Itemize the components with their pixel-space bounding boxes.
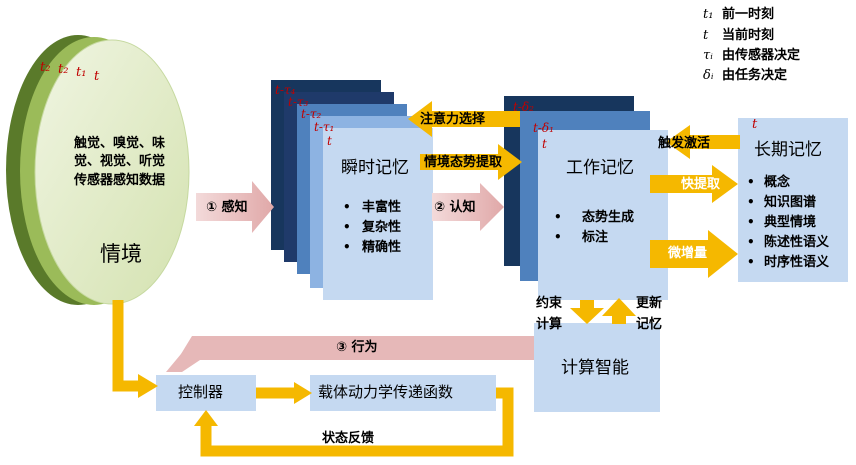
attention-arrow — [408, 101, 520, 137]
sensory-memory-stack — [271, 80, 433, 300]
feedback-loop-line — [200, 387, 514, 457]
update-label-line-1: 更新 — [636, 296, 663, 311]
perception-label: ① 感知 — [206, 200, 248, 215]
feedback-label: 状态反馈 — [322, 431, 375, 446]
situation-time-2: t₂ — [58, 62, 69, 77]
situation-time-3: t₁ — [76, 65, 87, 80]
legend-symbol-4: δᵢ — [703, 68, 714, 83]
longterm-bullet-dot-3: • — [747, 215, 755, 229]
longterm-bullet-dot-4: • — [747, 235, 755, 249]
legend-text-2: 当前时刻 — [722, 28, 775, 43]
cognition-label: ② 认知 — [434, 200, 476, 215]
working-bullet-1: 态势生成 — [582, 210, 635, 225]
extraction-label: 情境态势提取 — [424, 155, 503, 170]
situation-label: 情境 — [100, 242, 142, 266]
working-memory-title: 工作记忆 — [566, 158, 634, 178]
situation-to-controller-arrowhead — [138, 374, 158, 398]
long-term-memory-box — [738, 118, 848, 282]
feedback-loop-arrowhead — [194, 410, 218, 426]
update-label-line-2: 记忆 — [636, 317, 663, 332]
working-memory-stack — [504, 96, 668, 300]
sensory-stack-label-1: t-τ₄ — [275, 83, 296, 97]
situation-oval-stack — [6, 35, 190, 305]
controller-to-carrier-arrowhead — [294, 382, 312, 404]
compute-intelligence-box — [534, 323, 660, 412]
trigger-label: 触发激活 — [658, 136, 711, 151]
working-stack-label-1: t-δ₂ — [513, 100, 534, 114]
working-bullet-dot-2: • — [554, 230, 562, 244]
sensory-bullet-1: 丰富性 — [362, 200, 402, 215]
fast-extract-arrow — [650, 165, 738, 203]
sensory-stack-label-2: t-τ₃ — [288, 95, 309, 109]
extraction-arrow — [420, 144, 522, 180]
longterm-bullet-dot-1: • — [747, 175, 755, 189]
carrier-label: 载体动力学传递函数 — [318, 383, 454, 401]
increment-label: 微增量 — [668, 246, 708, 261]
constraint-arrow — [570, 300, 604, 324]
legend-symbol-1: t₁ — [703, 7, 714, 22]
sensory-stack-label-5: t — [327, 134, 332, 148]
increment-arrow — [650, 230, 738, 278]
longterm-bullet-5: 时序性语义 — [764, 255, 830, 270]
longterm-bullet-dot-5: • — [747, 255, 755, 269]
situation-to-controller-line — [112, 300, 140, 392]
sensory-stack-label-3: t-τ₂ — [301, 107, 322, 121]
constraint-label-line-2: 计算 — [536, 317, 563, 332]
longterm-bullet-dot-2: • — [747, 195, 755, 209]
sensory-bullet-dot-3: • — [343, 240, 351, 254]
compute-intelligence-label: 计算智能 — [561, 358, 629, 378]
sensor-text-line-1: 触觉、嗅觉、味 — [74, 136, 166, 151]
sensor-text-line-3: 传感器感知数据 — [74, 173, 166, 188]
sensory-bullet-dot-2: • — [343, 220, 351, 234]
sensory-stack-label-4: t-τ₁ — [314, 120, 335, 134]
sensory-bullet-3: 精确性 — [362, 240, 402, 255]
longterm-bullet-3: 典型情境 — [764, 215, 817, 230]
legend-symbol-2: t — [703, 28, 709, 43]
update-arrow — [602, 298, 636, 324]
controller-box — [156, 375, 256, 411]
sensory-bullet-2: 复杂性 — [362, 220, 402, 235]
sensory-bullet-dot-1: • — [343, 200, 351, 214]
longterm-memory-title: 长期记忆 — [754, 140, 822, 160]
longterm-bullet-4: 陈述性语义 — [764, 235, 830, 250]
situation-time-1: t₂ — [40, 60, 51, 75]
cognition-arrow — [432, 183, 504, 231]
legend-text-4: 由任务决定 — [722, 68, 788, 83]
working-stack-label-3: t — [542, 137, 547, 151]
action-label: ③ 行为 — [336, 340, 378, 355]
constraint-label-line-1: 约束 — [536, 296, 563, 311]
perception-arrow — [196, 181, 274, 233]
longterm-time-label: t — [752, 117, 758, 132]
attention-label: 注意力选择 — [420, 112, 486, 127]
trigger-arrow — [666, 125, 740, 159]
working-stack-label-2: t-δ₁ — [533, 121, 554, 135]
situation-time-4: t — [94, 69, 100, 84]
action-arrow — [166, 336, 534, 372]
sensory-memory-title: 瞬时记忆 — [341, 158, 409, 178]
working-bullet-dot-1: • — [554, 210, 562, 224]
legend-text-3: 由传感器决定 — [722, 48, 801, 63]
sensor-text-line-2: 觉、视觉、听觉 — [74, 154, 166, 169]
fast-extract-label: 快提取 — [681, 177, 721, 192]
working-bullet-2: 标注 — [582, 230, 609, 245]
carrier-box — [310, 375, 496, 411]
longterm-bullet-2: 知识图谱 — [764, 195, 817, 210]
controller-label: 控制器 — [178, 383, 224, 401]
longterm-bullet-1: 概念 — [764, 175, 791, 190]
legend-text-1: 前一时刻 — [722, 7, 775, 22]
legend-symbol-3: τᵢ — [703, 48, 713, 63]
